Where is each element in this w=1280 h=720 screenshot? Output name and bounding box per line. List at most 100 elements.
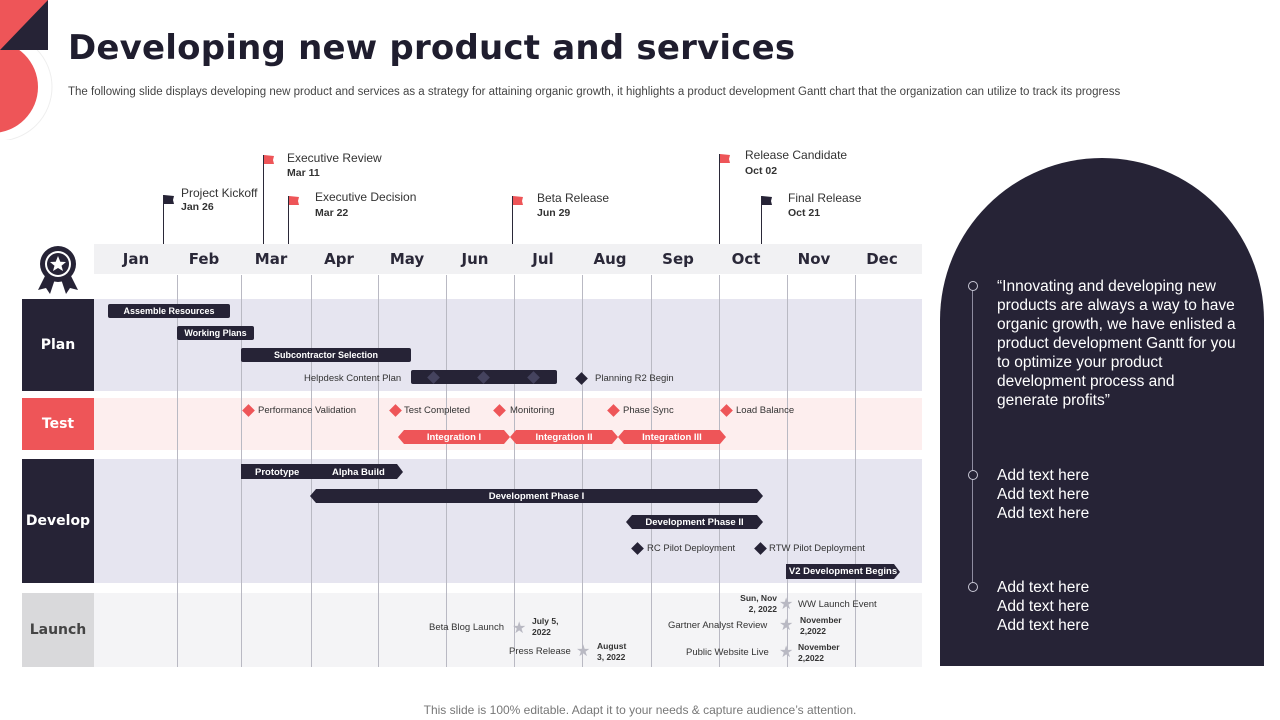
- integration-arrows: [398, 430, 726, 444]
- task-label-monitoring: Monitoring: [510, 405, 555, 416]
- milestone-title: Executive Decision: [315, 190, 417, 204]
- milestone-title: Executive Review: [287, 151, 382, 165]
- panel-dot-3: [968, 582, 978, 592]
- task-label-ww-event: WW Launch Event: [798, 599, 877, 610]
- milestone-flag-icon: [513, 196, 523, 205]
- milestone-pole: [719, 154, 720, 247]
- milestone-date: Jun 29: [537, 207, 571, 219]
- grid-line: [855, 275, 856, 667]
- develop-arrows: [241, 464, 900, 579]
- task-label-helpdesk: Helpdesk Content Plan: [304, 373, 402, 384]
- task-label-prototype[interactable]: Prototype: [255, 467, 300, 478]
- quote-panel: [940, 158, 1264, 666]
- milestone-title: Project Kickoff: [181, 186, 258, 200]
- task-label-rc-pilot: RC Pilot Deployment: [647, 543, 736, 554]
- milestone-pole: [512, 196, 513, 247]
- milestone-pole: [761, 196, 762, 247]
- task-label-gartner: Gartner Analyst Review: [668, 620, 768, 631]
- grid-line: [651, 275, 652, 667]
- press-release-date: August 3, 2022: [597, 641, 627, 662]
- task-bar-assemble-resources[interactable]: Assemble Resources: [108, 304, 230, 318]
- milestone-flag-icon: [164, 195, 174, 204]
- launch-band: [94, 593, 922, 667]
- milestone-date: Jan 26: [181, 201, 214, 213]
- month-label-sep: Sep: [662, 250, 694, 268]
- task-label-load-balance: Load Balance: [736, 405, 795, 416]
- milestone-pole: [163, 195, 164, 247]
- milestone-pole: [263, 155, 264, 247]
- milestone-title: Beta Release: [537, 191, 610, 205]
- task-label-integration-2[interactable]: Integration II: [535, 432, 593, 443]
- grid-line: [514, 275, 515, 667]
- month-label-jun: Jun: [461, 250, 489, 268]
- month-label-feb: Feb: [188, 250, 220, 268]
- press-release-star-icon: ★: [576, 643, 591, 660]
- task-label-alpha-build[interactable]: Alpha Build: [332, 467, 385, 478]
- milestone-title: Release Candidate: [745, 148, 848, 162]
- task-label-press-release: Press Release: [509, 646, 571, 657]
- beta-blog-date: July 5, 2022: [532, 616, 559, 637]
- panel-text-block-1[interactable]: Add text here Add text here Add text her…: [997, 467, 1090, 522]
- develop-band: [94, 459, 922, 583]
- task-label-test-completed: Test Completed: [404, 405, 471, 416]
- gartner-date: November 2,2022: [800, 615, 842, 636]
- task-label-rtw-pilot: RTW Pilot Deployment: [769, 543, 865, 554]
- ww-event-date: Sun, Nov 2, 2022: [740, 593, 777, 614]
- panel-text-block-2[interactable]: Add text here Add text here Add text her…: [997, 579, 1090, 634]
- panel-dot-2: [968, 470, 978, 480]
- gartner-star-icon: ★: [779, 617, 794, 634]
- task-label-website-live: Public Website Live: [686, 647, 769, 658]
- month-label-aug: Aug: [593, 250, 627, 268]
- task-label-phase-sync: Phase Sync: [623, 405, 674, 416]
- panel-timeline-line: [972, 285, 973, 587]
- ww-event-star-icon: ★: [779, 596, 794, 613]
- milestone-date: Oct 02: [745, 165, 778, 177]
- award-ribbon-icon: [38, 246, 78, 294]
- month-label-oct: Oct: [731, 250, 761, 268]
- milestone-date: Mar 11: [287, 167, 320, 179]
- task-label-beta-blog: Beta Blog Launch: [429, 622, 505, 633]
- task-label-integration-3[interactable]: Integration III: [642, 432, 702, 443]
- row-label-develop: Develop: [22, 459, 94, 583]
- task-bar-working-plans[interactable]: Working Plans: [177, 326, 254, 340]
- grid-line: [787, 275, 788, 667]
- website-star-icon: ★: [779, 644, 794, 661]
- milestone-flag-icon: [720, 154, 730, 163]
- month-label-jul: Jul: [532, 250, 554, 268]
- row-label-test: Test: [22, 398, 94, 450]
- month-label-mar: Mar: [254, 250, 288, 268]
- task-label-v2-development[interactable]: V2 Development Begins: [788, 566, 898, 577]
- month-label-nov: Nov: [797, 250, 831, 268]
- month-label-jan: Jan: [122, 250, 150, 268]
- grid-line: [582, 275, 583, 667]
- grid-line: [177, 275, 178, 667]
- footer-note: This slide is 100% editable. Adapt it to…: [423, 703, 857, 717]
- task-label-integration-1[interactable]: Integration I: [426, 432, 482, 443]
- page-title: Developing new product and services: [68, 28, 796, 68]
- corner-decoration: [0, 0, 53, 140]
- milestone-date: Oct 21: [788, 207, 821, 219]
- milestone-pole: [288, 196, 289, 247]
- month-label-apr: Apr: [324, 250, 354, 268]
- panel-quote-text: “Innovating and developing new products …: [997, 278, 1236, 409]
- page-subtitle: The following slide displays developing …: [68, 86, 1121, 98]
- row-label-plan: Plan: [22, 299, 94, 391]
- panel-dot-1: [968, 281, 978, 291]
- task-label-planning-r2: Planning R2 Begin: [595, 373, 674, 384]
- milestone-title: Final Release: [788, 191, 862, 205]
- milestone-flag-icon: [289, 196, 299, 205]
- grid-line: [446, 275, 447, 667]
- milestone-flag-icon: [762, 196, 772, 205]
- milestone-flag-icon: [264, 155, 274, 164]
- beta-blog-star-icon: ★: [512, 620, 527, 637]
- milestone-date: Mar 22: [315, 207, 349, 219]
- row-label-launch: Launch: [22, 593, 94, 667]
- task-label-dev-phase-1[interactable]: Development Phase I: [488, 491, 585, 502]
- task-label-performance: Performance Validation: [258, 405, 357, 416]
- month-label-dec: Dec: [866, 250, 898, 268]
- test-band: [94, 398, 922, 450]
- website-date: November 2,2022: [798, 642, 840, 663]
- task-bar-subcontractor-selection[interactable]: Subcontractor Selection: [241, 348, 411, 362]
- task-label-dev-phase-2[interactable]: Development Phase II: [645, 517, 744, 528]
- month-header-strip: [94, 244, 922, 274]
